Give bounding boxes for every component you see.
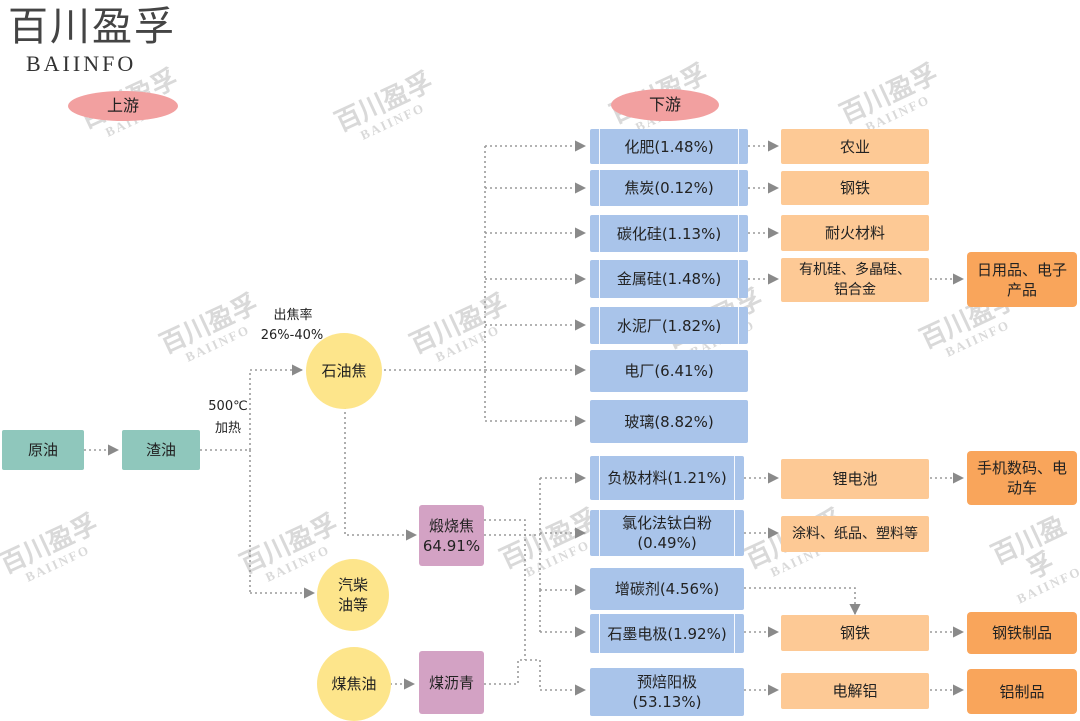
node-steel-2: 钢铁 [781, 615, 929, 651]
node-coke: 焦炭(0.12%) [590, 170, 748, 206]
node-cement-plant: 水泥厂(1.82%) [590, 307, 748, 344]
node-power-plant: 电厂(6.41%) [590, 350, 748, 392]
node-silicon-carbide: 碳化硅(1.13%) [590, 215, 748, 252]
node-fertilizer: 化肥(1.48%) [590, 129, 748, 164]
arrow-coke-to-calcined [344, 407, 418, 541]
node-organosilicon: 有机硅、多晶硅、 铝合金 [781, 258, 929, 302]
node-petroleum-coke: 石油焦 [306, 333, 382, 409]
brand-logo-chinese: 百川盈孚 [8, 4, 176, 50]
node-coal-pitch: 煤沥青 [419, 651, 484, 714]
line-pitch-to-bus [484, 659, 525, 685]
node-coal-tar: 煤焦油 [317, 647, 391, 721]
upstream-label: 上游 [68, 91, 178, 121]
node-refractory: 耐火材料 [781, 215, 929, 251]
heating-label: 加热 [214, 421, 241, 436]
node-electrolytic-aluminium: 电解铝 [781, 673, 929, 709]
node-steel-1: 钢铁 [781, 171, 929, 205]
arrow-recarburizer-to-steel [744, 587, 861, 616]
node-daily-electronics: 日用品、电子 产品 [967, 252, 1077, 307]
node-graphite-electrode: 石墨电极(1.92%) [590, 614, 744, 653]
node-prebaked-anode: 预焙阳极 (53.13%) [590, 668, 744, 716]
node-residue-oil: 渣油 [122, 430, 200, 470]
node-coatings: 涂料、纸品、塑料等 [781, 516, 929, 552]
node-calcined-coke: 煅烧焦 64.91% [419, 505, 484, 566]
node-anode-material: 负极材料(1.21%) [590, 456, 744, 500]
node-recarburizer: 增碳剂(4.56%) [590, 568, 744, 610]
node-agriculture: 农业 [781, 129, 929, 164]
node-diesel: 汽柴 油等 [317, 559, 389, 631]
line-residue-trunk [200, 370, 251, 593]
node-steel-products: 钢铁制品 [967, 612, 1077, 654]
node-glass: 玻璃(8.82%) [590, 400, 748, 443]
coking-rate-range: 26%-40% [260, 328, 324, 343]
brand-logo-english: BAIINFO [26, 51, 137, 76]
downstream-label: 下游 [611, 89, 719, 121]
node-aluminium-products: 铝制品 [967, 669, 1077, 714]
line-calcined-bus [484, 478, 541, 690]
node-titanium-dioxide: 氯化法钛白粉 (0.49%) [590, 510, 744, 556]
node-metallic-silicon: 金属硅(1.48%) [590, 260, 748, 298]
node-crude-oil: 原油 [2, 430, 84, 470]
line-coke-bus [384, 146, 486, 421]
temperature-label: 500℃ [208, 399, 248, 414]
coking-rate-label: 出焦率 [273, 308, 313, 323]
node-phones-evs: 手机数码、电 动车 [967, 451, 1077, 505]
node-lithium-battery: 锂电池 [781, 459, 929, 499]
